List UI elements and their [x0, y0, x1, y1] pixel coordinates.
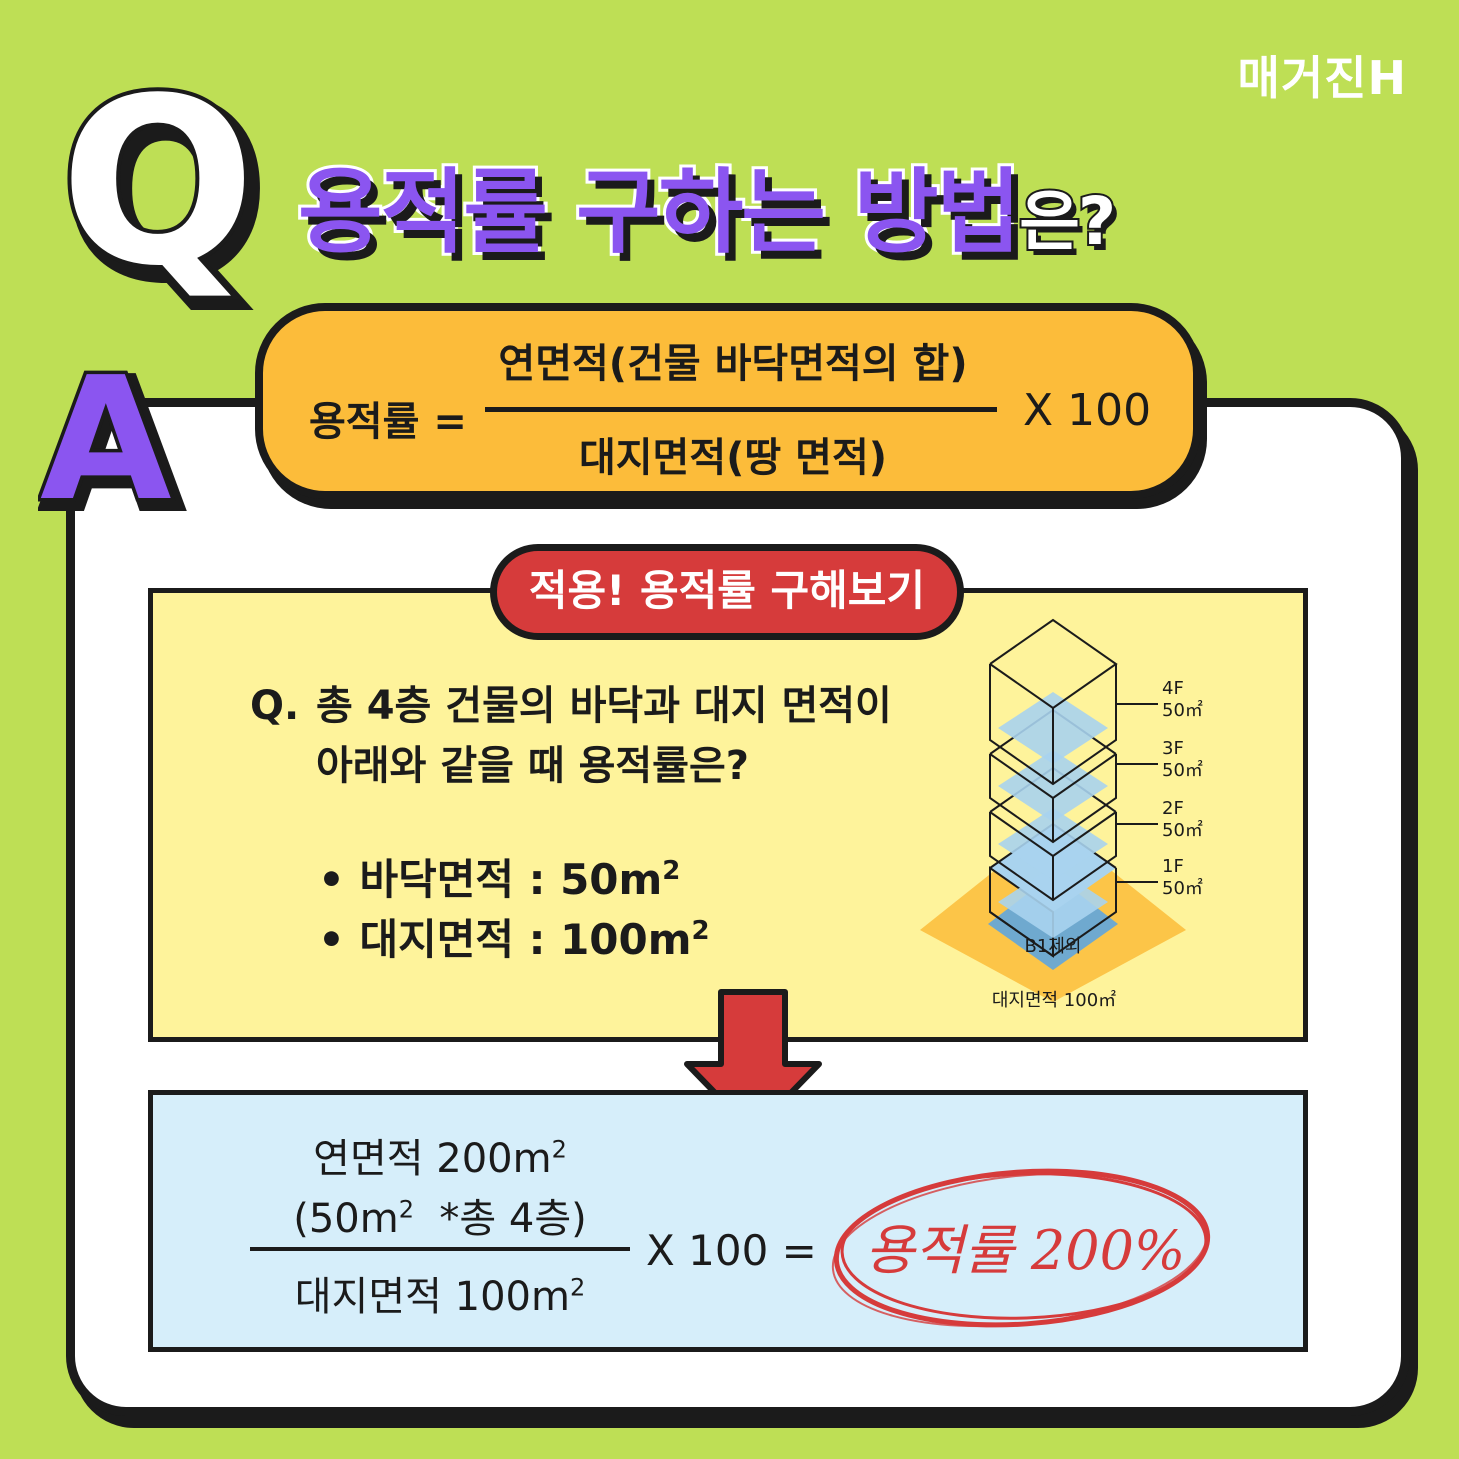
result-numerator-line2-a: (50m [293, 1196, 399, 1242]
bullet-land-area-label: • 대지면적 : 100m [318, 915, 692, 964]
result-numerator-line1-exp: 2 [551, 1135, 567, 1164]
bullet-land-area-exp: 2 [691, 916, 710, 946]
floor-4f-label: 4F [1162, 678, 1184, 699]
example-pill-label: 적용! 용적률 구해보기 [490, 544, 964, 640]
result-numerator-line2-exp: 2 [398, 1195, 414, 1224]
a-letter-icon: A A [38, 352, 185, 522]
question-line2: 아래와 같을 때 용적률은? [316, 743, 749, 789]
title-tail: 은? [1017, 181, 1118, 262]
title-main: 용적률 구하는 방법 [295, 156, 1024, 269]
result-multiplier: X 100 = [646, 1226, 817, 1275]
a-letter-shadow: A [46, 352, 178, 522]
q-letter-icon: Q Q [60, 60, 272, 310]
result-numerator-line2: (50m2 *총 4층) [250, 1186, 630, 1244]
result-denominator-text: 대지면적 100m [294, 1274, 570, 1320]
result-denominator-exp: 2 [569, 1273, 586, 1302]
formula-lhs: 용적률 = [309, 399, 467, 445]
floor-2f-label: 2F [1162, 798, 1184, 819]
answer-circle [831, 1168, 1211, 1328]
floor-4f-area: 50㎡ [1162, 699, 1203, 721]
result-numerator-line1: 연면적 200m2 [250, 1126, 630, 1184]
floor-2f-area: 50㎡ [1162, 819, 1203, 841]
formula-multiplier: X 100 [1023, 385, 1152, 436]
floor-1f-area: 50㎡ [1162, 877, 1203, 899]
land-area-label: 대지면적 100㎡ [992, 989, 1116, 1011]
bullet-land-area: • 대지면적 : 100m2 [318, 910, 710, 970]
result-denominator: 대지면적 100m2 [250, 1264, 630, 1322]
result-fraction-line [250, 1247, 630, 1251]
example-question: Q. 총 4층 건물의 바닥과 대지 면적이 아래와 같을 때 용적률은? [250, 676, 892, 796]
brand-logo: 매거진H [1237, 51, 1407, 105]
q-letter-text: Q [60, 60, 256, 310]
page-title: 용적률 구하는 방법은? [295, 138, 1118, 271]
example-bullets: • 바닥면적 : 50m2 • 대지면적 : 100m2 [318, 850, 710, 970]
formula-denominator: 대지면적(땅 면적) [578, 435, 888, 481]
question-line1: 총 4층 건물의 바닥과 대지 면적이 [316, 683, 892, 729]
result-numerator-line2-b: *총 4층) [413, 1196, 587, 1242]
floor-3f-area: 50㎡ [1162, 759, 1203, 781]
building-diagram: B1제외 대지면적 100㎡ 4F 50㎡ 3F [920, 618, 1203, 1011]
formula-fraction-line [485, 407, 997, 412]
bullet-floor-area: • 바닥면적 : 50m2 [318, 850, 710, 910]
floor-3f [989, 708, 1117, 844]
floor-4f [989, 618, 1118, 786]
a-letter-text: A [40, 352, 172, 522]
floor-1f-label: 1F [1162, 856, 1184, 877]
formula-box: 용적률 = 연면적(건물 바닥면적의 합) 대지면적(땅 면적) X 100 [255, 303, 1201, 499]
result-answer: 용적률 200% [864, 1219, 1186, 1282]
result-numerator-line1-text: 연면적 200m [313, 1136, 552, 1182]
bullet-floor-area-exp: 2 [662, 856, 681, 886]
question-marker: Q. [250, 683, 300, 729]
floor-3f-label: 3F [1162, 738, 1184, 759]
formula-numerator: 연면적(건물 바닥면적의 합) [498, 341, 968, 387]
bullet-floor-area-label: • 바닥면적 : 50m [318, 855, 663, 904]
q-letter-shadow: Q [68, 60, 264, 310]
